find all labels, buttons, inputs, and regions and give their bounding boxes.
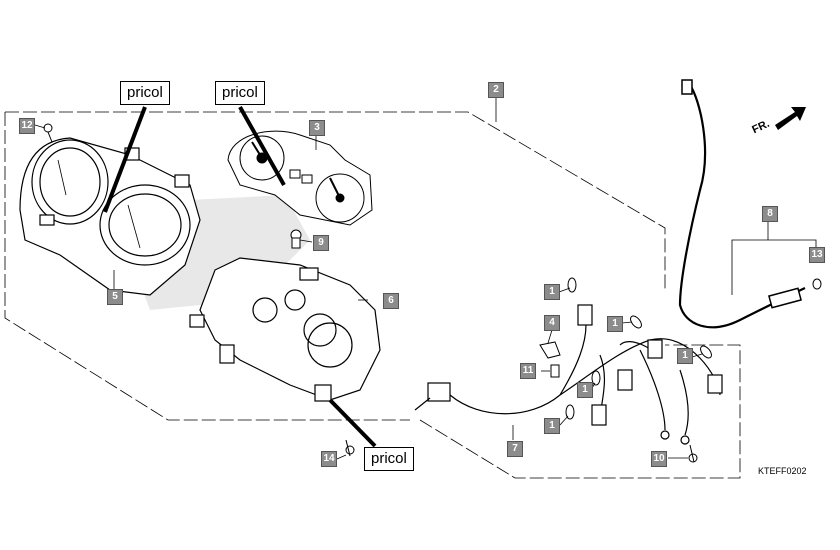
wire-harness: [414, 304, 723, 445]
part-number-2: 2: [488, 82, 504, 98]
bolt-9: [290, 229, 302, 249]
part-number-1-d: 1: [577, 382, 593, 398]
brand-callout-left: pricol: [120, 81, 170, 105]
brand-callout-top: pricol: [215, 81, 265, 105]
speedometer-cable: [678, 79, 806, 329]
part-number-1-c: 1: [677, 348, 693, 364]
part-number-1-e: 1: [544, 418, 560, 434]
leader-lines: [34, 96, 817, 460]
part-number-11: 11: [520, 363, 536, 379]
o-ring-13: [812, 278, 822, 290]
part-number-7: 7: [507, 441, 523, 457]
part-number-4: 4: [544, 315, 560, 331]
screw-14: [345, 439, 355, 457]
part-number-1-a: 1: [544, 284, 560, 300]
meter-housing: [189, 257, 381, 402]
part-number-14: 14: [321, 451, 337, 467]
part-number-13: 13: [809, 247, 825, 263]
part-number-9: 9: [313, 235, 329, 251]
callout-arrows: [103, 106, 377, 448]
part-number-12: 12: [19, 118, 35, 134]
part-number-6: 6: [383, 293, 399, 309]
part-number-10: 10: [651, 451, 667, 467]
meter-case-assembly: [19, 137, 201, 296]
part-number-3: 3: [309, 120, 325, 136]
screw-12: [43, 123, 53, 143]
bulbs: [565, 277, 712, 420]
clip-4: [539, 341, 561, 359]
assembly-boundary: [4, 111, 741, 479]
part-number-1-b: 1: [607, 316, 623, 332]
screw-10: [688, 444, 698, 463]
front-direction-arrow: [775, 107, 806, 130]
diagram-code: KTEFF0202: [758, 466, 807, 476]
bolt-11: [550, 364, 560, 378]
brand-callout-bottom: pricol: [364, 447, 414, 471]
part-number-5: 5: [107, 289, 123, 305]
part-number-8: 8: [762, 206, 778, 222]
